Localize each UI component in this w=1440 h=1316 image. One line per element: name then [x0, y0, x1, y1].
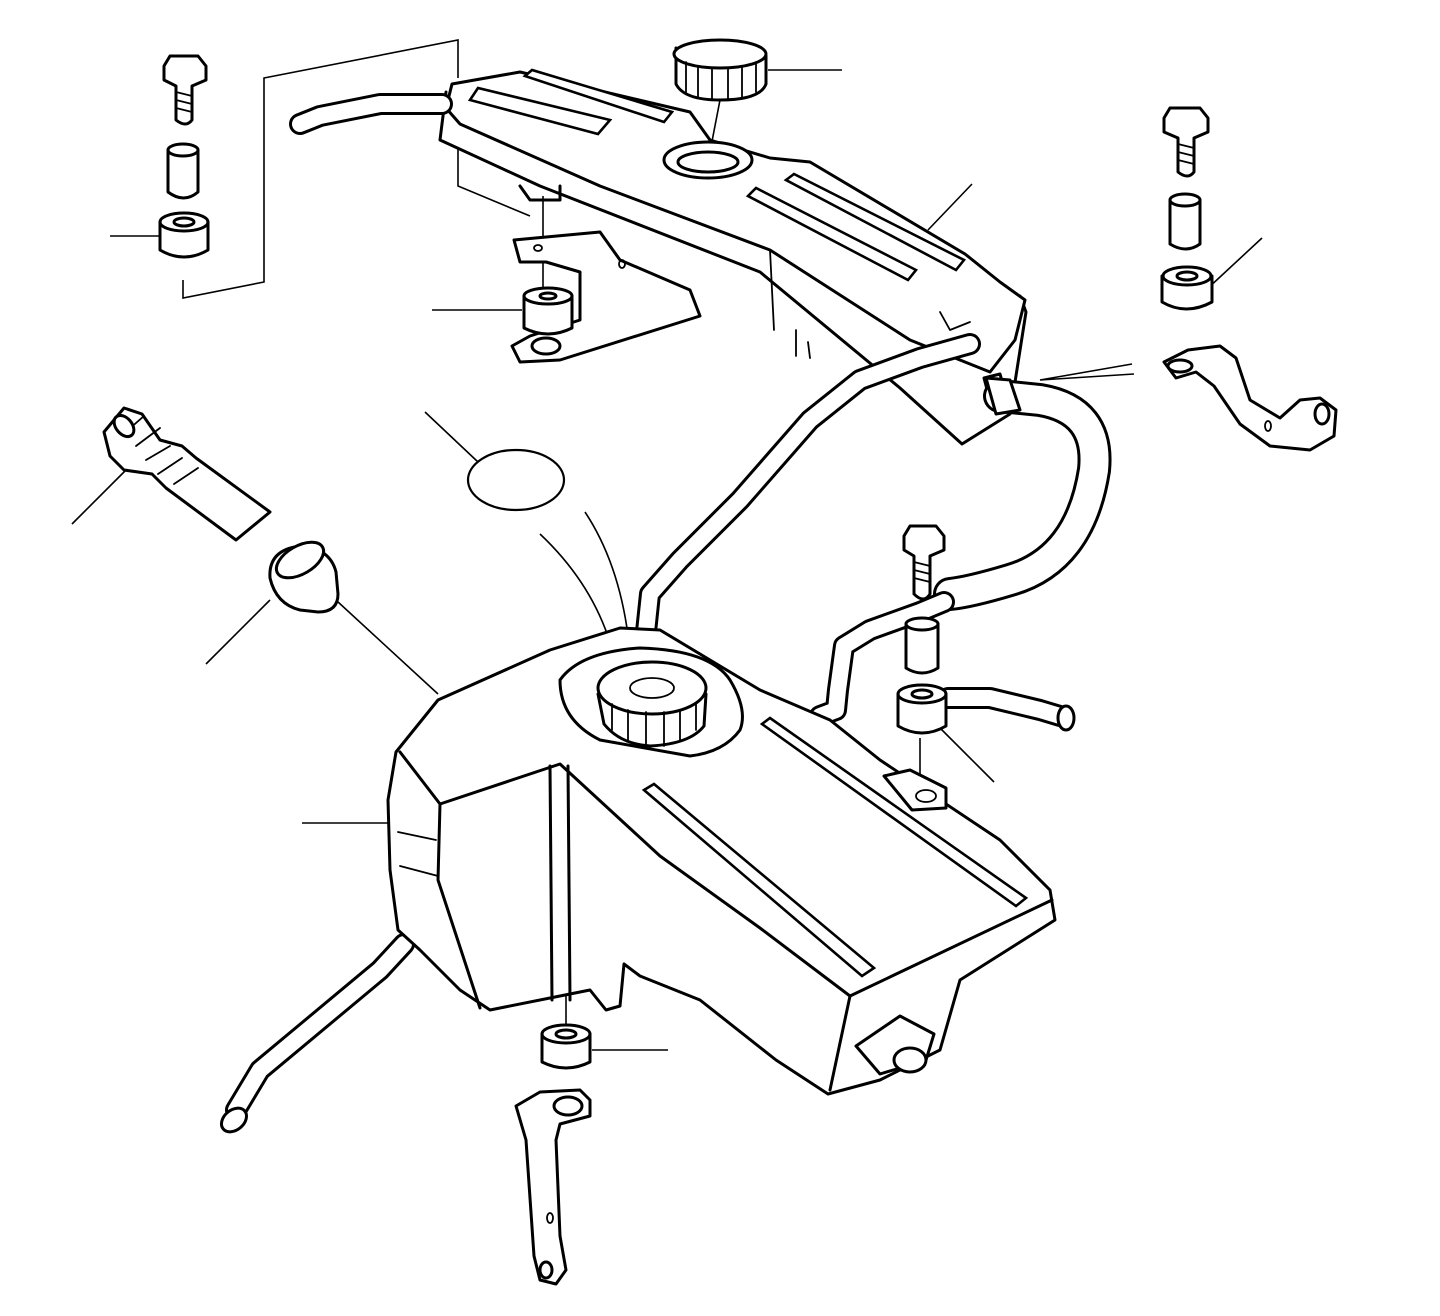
drain-hose [219, 933, 415, 1134]
callout-leader-lines [71, 69, 1263, 1051]
level-sensor [102, 406, 272, 542]
assembly-line-left [182, 39, 459, 299]
callout-leader-bushing-lower-right [933, 721, 995, 783]
upper-hose-left [289, 93, 453, 135]
assembly-line-mid [457, 142, 531, 217]
right-outlet-tube [937, 687, 1076, 732]
right-bracket [1162, 344, 1338, 452]
upper-reservoir-cap [672, 38, 768, 102]
label-sticker [466, 448, 566, 512]
sleeve-icon [904, 622, 940, 675]
sensor-grommet [268, 540, 340, 614]
bolt-icon [162, 54, 208, 126]
lower-reservoir-cap [596, 660, 708, 748]
upper-reservoir [438, 68, 1028, 446]
callout-leader-sensor [71, 469, 127, 525]
sleeve-icon [1168, 198, 1202, 251]
bottom-bracket [514, 1088, 592, 1286]
callout-leader-bushing-right [1205, 237, 1263, 291]
callout-leader-sticker [424, 411, 479, 463]
mid-bushing [522, 286, 574, 336]
bottom-bushing [540, 1023, 592, 1070]
callout-leader-hose [1039, 363, 1135, 381]
center-right-mount-stack [896, 524, 948, 735]
bolt-icon [902, 524, 946, 601]
right-mount-stack [1160, 106, 1214, 311]
bolt-icon [1162, 106, 1210, 178]
callout-leader-tank-top [324, 589, 439, 695]
lower-reservoir [386, 626, 1057, 1096]
bushing-icon [896, 692, 948, 735]
sleeve-icon [166, 148, 200, 200]
overflow-tube [635, 333, 981, 643]
left-mount-stack [158, 54, 210, 259]
callout-leader-grommet [205, 599, 271, 665]
callout-leader-upper-tank [927, 183, 973, 231]
coolant-hose [809, 376, 1112, 727]
